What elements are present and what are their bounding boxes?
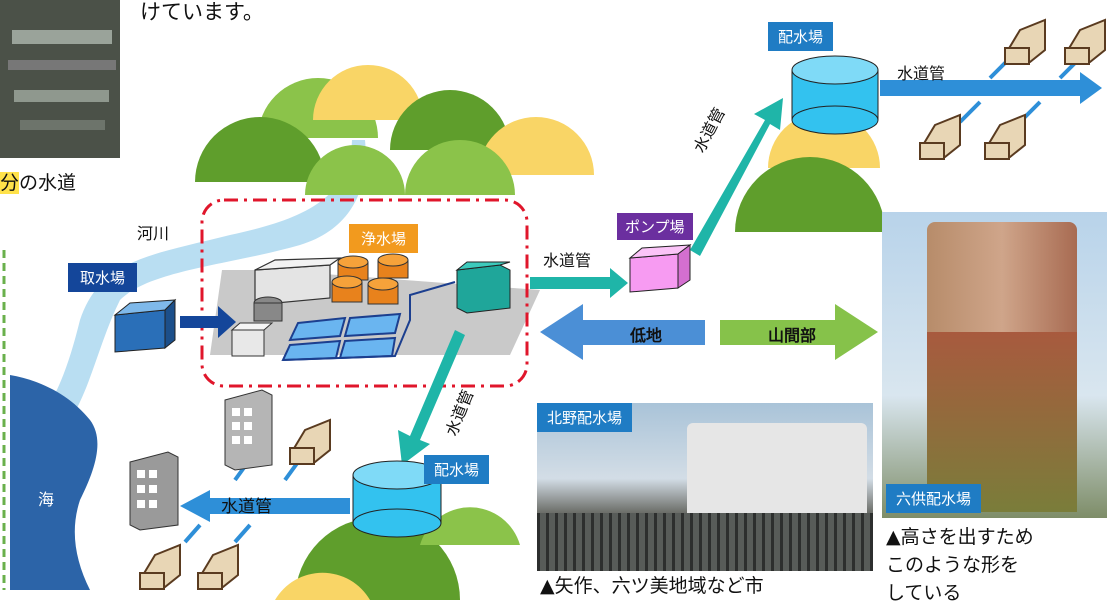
rokku-photo-label: 六供配水場 [886,484,982,513]
reservoir-bottom-label: 配水場 [424,455,490,484]
hill [420,507,520,545]
plant-photo [0,0,120,158]
plant-boundary [200,198,529,388]
hill [313,65,423,120]
pipe-to-pump-label: 水道管 [543,251,592,270]
orange-tanks [331,253,409,305]
kitano-caption: ▲矢作、六ツ美地域など市 [540,575,764,597]
rokku-caption-line2: このような形を [886,554,1020,576]
buildings [129,389,273,531]
left-fragment-text: 分の水道 [0,172,77,194]
rokku-reservoir-photo [882,212,1107,518]
mountain-arrow [720,304,878,360]
reservoir-top-label: 配水場 [768,22,834,51]
pipe-arrow-to-pump [530,268,628,298]
sea [10,375,98,590]
hill [405,140,515,195]
hill [275,572,370,600]
pipe-arrow-up [690,98,783,256]
lowland-label: 低地 [630,326,663,345]
mountain-label: 山間部 [768,326,817,345]
hill [390,90,510,150]
sea-label: 海 [38,490,55,509]
lowland-arrow [540,304,705,360]
pipe-arrow-down [398,330,465,465]
intro-text: けています。 [140,0,264,24]
river-label: 河川 [137,224,170,243]
rokku-caption-line1: ▲高さを出すため [886,526,1034,548]
intake-label: 取水場 [68,263,138,292]
rokku-caption-line3: している [886,582,962,604]
pump-station-label: ポンプ場 [617,213,693,240]
purification-plant-label: 浄水場 [349,224,419,253]
hill [195,117,325,182]
hill [305,145,405,195]
pipe-arrow-left [180,490,350,522]
houses-bottom [139,418,331,590]
pipe-bottom-left-label: 水道管 [221,497,272,517]
hill [735,157,885,232]
hill [478,117,594,175]
pipe-top-right-label: 水道管 [897,64,946,83]
pipe-arrow-right [880,72,1102,104]
houses-top [919,18,1106,160]
intake-arrow [180,306,236,338]
kitano-photo-label: 北野配水場 [537,403,633,432]
